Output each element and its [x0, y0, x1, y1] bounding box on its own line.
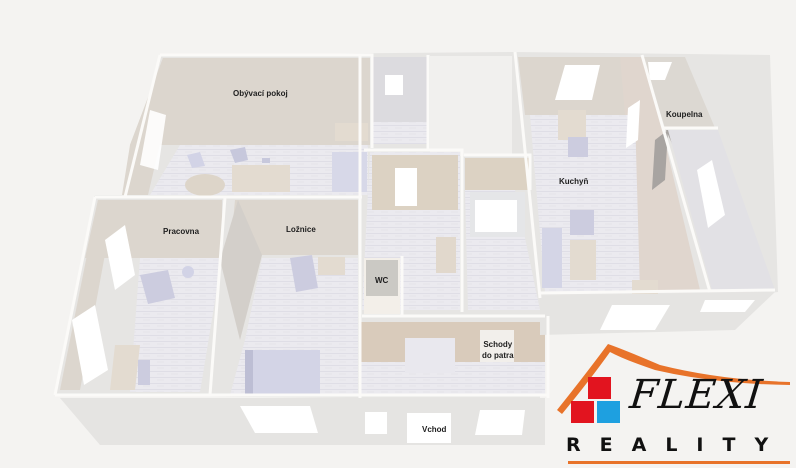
- window: [72, 305, 108, 385]
- window: [555, 65, 600, 100]
- logo-roof-and-squares-icon: [557, 344, 790, 423]
- logo-reality: REALITY: [566, 434, 788, 456]
- room-closet-top: [373, 57, 428, 144]
- chair: [568, 137, 588, 157]
- label-vchod: Vchod: [422, 425, 447, 434]
- window: [697, 160, 725, 228]
- door-entrance: [407, 413, 451, 443]
- chair: [140, 270, 175, 304]
- desk: [110, 345, 140, 390]
- window: [140, 110, 166, 170]
- label-kuchyn: Kuchyň: [559, 177, 589, 186]
- counter: [570, 240, 596, 280]
- nightstand: [318, 257, 345, 275]
- label-pracovna: Pracovna: [163, 227, 200, 236]
- room-pracovna: [60, 200, 222, 392]
- label-koupelna: Koupelna: [666, 110, 703, 119]
- room-obyvaci-pokoj: [122, 58, 370, 196]
- window: [105, 225, 135, 290]
- bed: [250, 350, 320, 395]
- stool: [182, 266, 194, 278]
- window: [475, 410, 525, 435]
- door: [395, 168, 417, 206]
- square-red-bottom-icon: [571, 401, 594, 423]
- square-red-top-icon: [588, 377, 611, 399]
- corridor-top: [430, 56, 512, 156]
- logo-flexi: FLEXI: [627, 372, 766, 418]
- shelf: [335, 123, 368, 141]
- label-schody: Schody do patra: [482, 339, 514, 361]
- label-obyvaci-pokoj: Obývací pokoj: [233, 89, 288, 98]
- room-corridor-middle: [465, 158, 540, 310]
- window: [365, 412, 387, 434]
- room-loznice: [220, 200, 358, 395]
- label-loznice: Ložnice: [286, 225, 316, 234]
- room-schody: [360, 322, 545, 395]
- dining-table: [558, 110, 586, 140]
- table: [232, 165, 290, 192]
- sofa: [542, 228, 562, 288]
- chair: [290, 255, 318, 292]
- label-schody-line1: Schody: [483, 340, 513, 349]
- round-table: [185, 174, 225, 196]
- logo-underline: [568, 461, 790, 464]
- square-blue-icon: [597, 401, 620, 423]
- label-wc: WC: [375, 276, 389, 285]
- label-schody-line2: do patra: [482, 351, 514, 360]
- room-kuchyn: [518, 57, 700, 294]
- chair: [230, 147, 248, 163]
- walls: [53, 51, 776, 398]
- sofa: [332, 152, 367, 192]
- room-koupelna: [643, 57, 775, 290]
- room-wc: [364, 258, 400, 314]
- cabinet: [436, 237, 456, 273]
- chair: [570, 210, 594, 235]
- window: [240, 406, 318, 433]
